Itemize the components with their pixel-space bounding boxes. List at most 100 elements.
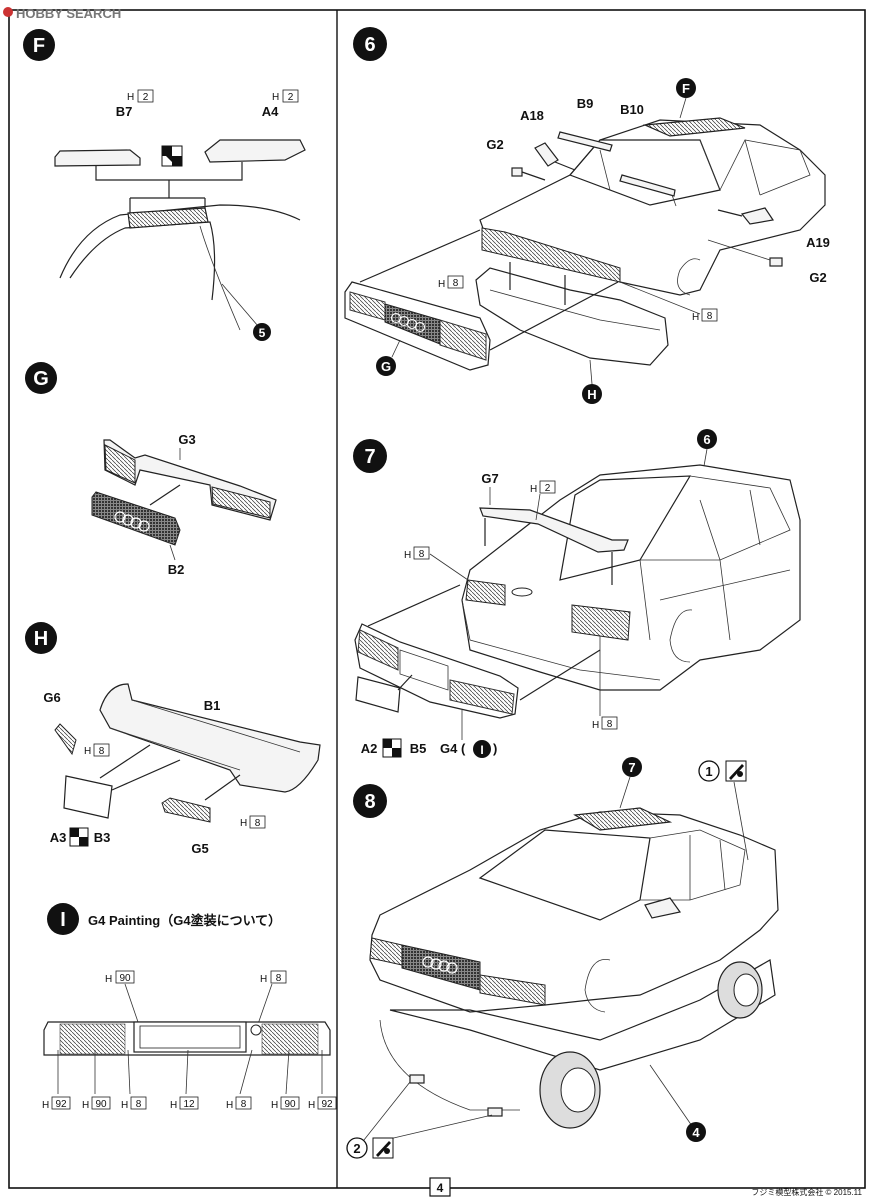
part-label: B5: [410, 741, 427, 756]
callout-circle: [698, 760, 720, 782]
body-tab: [409, 1074, 425, 1084]
sub-step-badge: [473, 740, 491, 758]
callout-number: 1: [705, 764, 712, 779]
leader-line: [649, 1064, 693, 1127]
side-mirror: [644, 897, 682, 919]
part-a3-plate: [63, 775, 113, 819]
paint-letter: H: [592, 720, 599, 731]
part-b7: [54, 149, 141, 167]
car-body-rear: [461, 464, 801, 691]
paint-letter: H: [260, 974, 267, 985]
option-icon: [161, 145, 183, 167]
roof-pillar: [69, 221, 216, 301]
join-lines: [95, 162, 243, 198]
step-ref-badge: [253, 323, 271, 341]
leader-line: [703, 448, 708, 467]
svg-text:H: H: [226, 1100, 233, 1111]
paint-h90-left: H 90: [82, 1096, 111, 1111]
window-pillars: [699, 489, 761, 561]
side-windows: [640, 829, 746, 901]
headlight-left: [369, 937, 403, 966]
assembly-line: [367, 584, 461, 627]
windshield: [568, 139, 721, 206]
leader-line: [619, 776, 631, 809]
assembly-line: [519, 649, 601, 701]
paint-code: 8: [453, 278, 459, 289]
bumper-crease: [489, 289, 661, 331]
paint-box: [93, 743, 110, 757]
step-badge: [353, 784, 387, 818]
leader-line: [599, 149, 611, 191]
bumper-creases: [109, 699, 301, 771]
paint-box: [601, 716, 618, 730]
step-badge: [47, 903, 79, 935]
step-badge: [353, 439, 387, 473]
page-number: 4: [437, 1181, 444, 1195]
svg-text:90: 90: [95, 1099, 107, 1110]
wheel-arch: [669, 609, 693, 663]
assembly-arrow: [149, 484, 181, 506]
bumper-lamp-left: [357, 629, 399, 671]
windshield: [478, 829, 651, 921]
assembly-line: [554, 161, 576, 171]
part-label: B1: [204, 698, 221, 713]
leader-line: [359, 1081, 411, 1146]
step-badge-label: H: [34, 628, 48, 650]
sunroof: [642, 117, 746, 137]
step-8: 8 7 1: [346, 757, 779, 1159]
part-a4: [204, 139, 306, 163]
grille-rings: [390, 312, 426, 333]
g3-lamp-left: [104, 444, 136, 484]
spoiler-location: [127, 207, 209, 229]
svg-text:H: H: [308, 1100, 315, 1111]
sub-step-badge: [676, 78, 696, 98]
door-lines: [639, 559, 791, 641]
window-pillars: [689, 835, 726, 900]
part-label: G2: [809, 270, 826, 285]
paint-code: 2: [545, 483, 551, 494]
car-body: [479, 119, 826, 296]
step-badge-label: 8: [364, 791, 375, 813]
paint-h8-left: H 8: [121, 1096, 147, 1111]
paint-h90-right: H 90: [271, 1096, 300, 1111]
paint-box: [701, 308, 718, 322]
roof-edge: [199, 225, 241, 331]
svg-text:H: H: [121, 1100, 128, 1111]
paint-letter: H: [404, 550, 411, 561]
grille: [401, 944, 481, 991]
rear-wheel-hub: [733, 973, 759, 1007]
paint-h92-left: H 92: [42, 1096, 71, 1111]
svg-text:H: H: [170, 1100, 177, 1111]
paint-letter: H: [84, 746, 91, 757]
sub-step-badge: [582, 384, 602, 404]
paint-box: [413, 546, 430, 560]
grille-rings: [422, 956, 458, 974]
step-badge: [25, 362, 57, 394]
paint-code: 8: [255, 818, 261, 829]
paint-letter: H: [438, 279, 445, 290]
bumper-lamp-right: [449, 679, 515, 715]
part-label: G7: [481, 471, 498, 486]
part-g5: [161, 797, 211, 823]
paint-box: [270, 970, 287, 984]
step-ref-label: 4: [692, 1125, 700, 1140]
part-label: A4: [262, 104, 279, 119]
body-tab: [487, 1107, 503, 1117]
sub-step-label: G: [381, 359, 391, 374]
leader-line: [384, 1114, 493, 1141]
paint-code: 2: [288, 92, 294, 103]
paint-code: 90: [119, 973, 131, 984]
step-badge-label: F: [33, 35, 45, 57]
step-badge-label: I: [60, 909, 66, 931]
svg-text:8: 8: [241, 1099, 247, 1110]
part-g2-front: [511, 167, 523, 177]
paint-h92-right: H 92: [308, 1096, 337, 1111]
svg-text:12: 12: [183, 1099, 195, 1110]
svg-text:90: 90: [284, 1099, 296, 1110]
watermark: HOBBY SEARCH: [3, 6, 121, 21]
leader-line: [169, 544, 176, 561]
step-ref-label: 6: [703, 432, 710, 447]
leader-line: [589, 359, 593, 385]
svg-text:92: 92: [55, 1099, 67, 1110]
